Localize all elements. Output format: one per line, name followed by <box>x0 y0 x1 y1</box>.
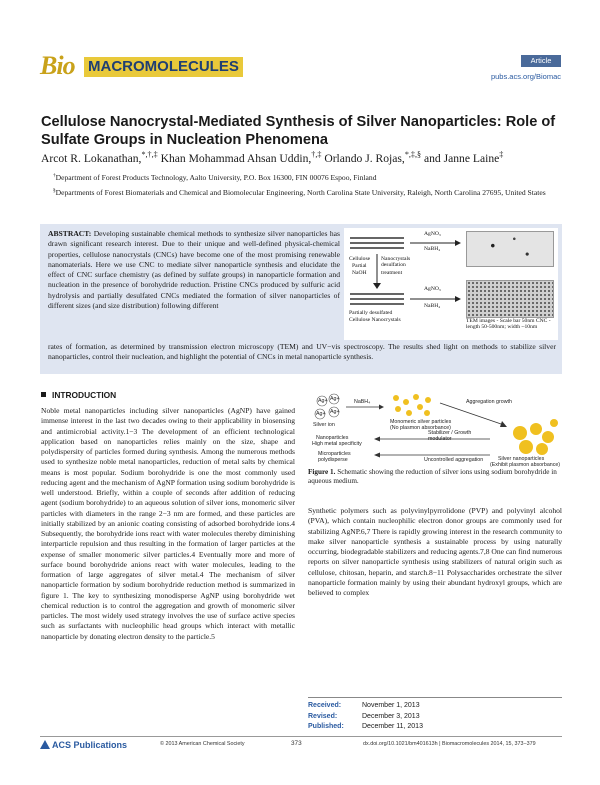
author-name[interactable]: Khan Mohammad Ahsan Uddin, <box>160 152 312 165</box>
date-key: Revised: <box>308 712 338 720</box>
product-label: Cellulose Nanocrystals <box>349 317 401 323</box>
figure-label: Monomeric silver particles <box>390 419 452 425</box>
left-arrow-icon <box>374 436 490 442</box>
reagent-label: NaBH₄ <box>354 399 371 405</box>
figure-1: Ag+ Ag+ Ag+ Ag+ NaBH₄ Silver ion Monomer… <box>308 393 562 491</box>
acs-publications-logo[interactable]: ACS Publications <box>40 738 127 752</box>
journal-url-link[interactable]: pubs.acs.org/Biomac <box>490 72 561 81</box>
cnc-rods-desulfated <box>350 293 404 305</box>
journal-logo-macromolecules: MACROMOLECULES <box>84 57 243 77</box>
reagent-label: AgNO₃ <box>424 286 441 292</box>
affiliation-mark: † <box>53 172 56 179</box>
affiliation: §Departments of Forest Biomaterials and … <box>53 188 563 198</box>
journal-logo: Bio MACROMOLECULES <box>40 51 243 81</box>
figure-label: (No plasmon absorbance) <box>390 425 451 431</box>
tem-image-pristine <box>466 231 554 267</box>
section-heading: INTRODUCTION <box>41 390 116 400</box>
author-list: Arcot R. Lokanathan,*,†,‡ Khan Mohammad … <box>41 150 504 165</box>
article-type-badge: Article <box>521 55 561 67</box>
figure-label: Stabilizer / Growth modulator <box>428 430 472 442</box>
affiliation-text: Department of Forest Products Technology… <box>55 173 377 182</box>
date-row: Published: December 11, 2013 <box>308 722 562 733</box>
figure-label: Nanoparticles <box>316 435 349 441</box>
figure-1-schematic <box>314 393 558 458</box>
product-label: Partially desulfated <box>349 310 393 316</box>
figure-label: Microparticles polydisperse <box>318 451 351 463</box>
acs-logo-text: ACS Publications <box>52 740 128 750</box>
journal-logo-bio: Bio <box>40 51 76 80</box>
abstract-body-continued: rates of formation, as determined by tra… <box>48 342 556 362</box>
ion-label: Ag+ <box>318 398 328 404</box>
author-name[interactable]: Arcot R. Lokanathan, <box>41 152 142 165</box>
figure-label: (Exhibit plasmon absorbance) <box>490 462 561 468</box>
toc-graphic: AgNO₃ NaBH₄ AgNO₃ NaBH₄ Cellulose Partia… <box>344 228 558 340</box>
figure-label: Silver nanoparticles <box>498 456 545 462</box>
author-affiliation-mark: ‡ <box>499 150 504 160</box>
figure-label: Aggregation growth <box>466 399 512 405</box>
date-row: Received: November 1, 2013 <box>308 701 562 712</box>
ion-label: Ag+ <box>330 409 340 415</box>
abstract-body: Developing sustainable chemical methods … <box>48 229 340 311</box>
process-label: NaOH <box>352 270 367 276</box>
author-name[interactable]: and Janne Laine <box>423 152 500 165</box>
author-affiliation-mark: †,‡ <box>311 150 322 160</box>
body-text-column-right: Synthetic polymers such as polyvinylpyrr… <box>308 506 562 597</box>
affiliation-mark: § <box>53 187 56 194</box>
date-value: December 3, 2013 <box>362 712 420 720</box>
silver-nanoparticle-icons <box>513 419 558 455</box>
footer-divider <box>40 736 562 737</box>
page-number: 373 <box>291 740 302 747</box>
process-label: Nanocrystals desulfation <box>381 256 411 269</box>
left-arrow-icon <box>374 452 490 458</box>
figure-label: Uncontrolled aggregation <box>424 457 484 463</box>
reagent-label: NaBH₄ <box>424 303 441 309</box>
section-bullet-icon <box>41 392 46 397</box>
author-affiliation-mark: *,†,‡ <box>141 150 158 160</box>
down-arrow-icon <box>373 254 381 289</box>
tem-caption: TEM images - Scale bar 50nm CNC - length… <box>466 318 551 331</box>
abstract-text: ABSTRACT: Developing sustainable chemica… <box>48 229 340 311</box>
acs-logo-icon <box>40 740 50 749</box>
date-key: Published: <box>308 723 344 730</box>
date-value: December 11, 2013 <box>362 723 423 730</box>
ion-label: Ag+ <box>316 411 326 417</box>
body-text-column-left: Noble metal nanoparticles including silv… <box>41 406 295 641</box>
date-row: Revised: December 3, 2013 <box>308 712 562 723</box>
reagent-label: NaBH₄ <box>424 246 441 252</box>
right-arrow-icon <box>410 296 461 302</box>
tem-image-desulfated <box>466 280 554 318</box>
process-label: treatment <box>381 270 403 276</box>
publication-dates: Received: November 1, 2013 Revised: Decemb… <box>308 697 562 733</box>
figure-caption-text: Schematic showing the reduction of silve… <box>308 468 557 486</box>
author-name[interactable]: Orlando J. Rojas, <box>324 152 405 165</box>
process-label: Cellulose <box>349 256 371 262</box>
author-affiliation-mark: *,‡,§ <box>404 150 422 160</box>
date-key: Received: <box>308 702 342 709</box>
right-arrow-icon <box>410 240 461 246</box>
aggregation-arrow-icon <box>439 402 507 427</box>
affiliation: †Department of Forest Products Technolog… <box>53 173 377 182</box>
right-arrow-icon <box>346 404 384 410</box>
figure-label: High metal specificity <box>312 441 362 447</box>
section-heading-text: INTRODUCTION <box>52 390 117 400</box>
figure-caption: Figure 1. Schematic showing the reductio… <box>308 468 562 487</box>
date-value: November 1, 2013 <box>362 702 420 709</box>
affiliation-text: Departments of Forest Biomaterials and C… <box>55 188 546 197</box>
toc-schematic <box>350 237 461 305</box>
reagent-label: AgNO₃ <box>424 231 441 237</box>
figure-caption-label: Figure 1. <box>308 468 336 476</box>
monomeric-particle-icons <box>393 394 431 416</box>
paper-title: Cellulose Nanocrystal-Mediated Synthesis… <box>41 114 556 148</box>
silver-ion-icons <box>314 393 340 420</box>
figure-label: Silver ion <box>313 422 335 428</box>
process-label: Partial <box>352 263 367 269</box>
ion-label: Ag+ <box>330 396 340 402</box>
copyright-notice: © 2013 American Chemical Society <box>160 741 245 747</box>
doi-citation-link[interactable]: dx.doi.org/10.1021/bm401613h | Biomacrom… <box>363 741 536 747</box>
cnc-rods-pristine <box>350 237 404 249</box>
abstract-label: ABSTRACT: <box>48 229 92 238</box>
